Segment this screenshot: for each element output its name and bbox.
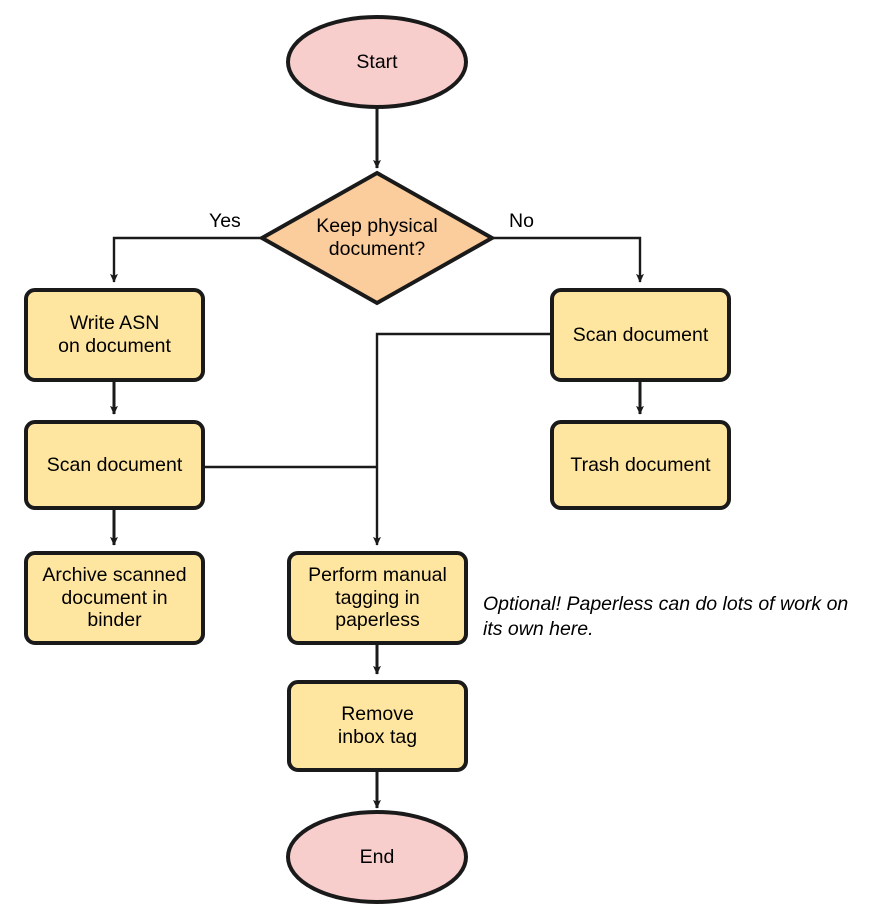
edge-label-yes: Yes: [209, 210, 241, 232]
node-scan-document-left[interactable]: [24, 420, 205, 510]
edge-decision-no-to-scan-right: [492, 236, 644, 283]
node-start[interactable]: [286, 15, 468, 109]
node-perform-manual-tagging[interactable]: [287, 551, 468, 645]
edge-label-no: No: [509, 210, 534, 232]
node-end[interactable]: [286, 810, 468, 904]
node-trash-document[interactable]: [550, 420, 731, 510]
edge-scan-right-to-tagging: [373, 332, 552, 546]
node-archive-scanned-document[interactable]: [24, 551, 205, 645]
edge-decision-yes-to-write-asn: [110, 236, 262, 283]
node-write-asn[interactable]: [24, 288, 205, 382]
annotation-optional-note: Optional! Paperless can do lots of work …: [483, 593, 849, 640]
node-decision-keep-physical-document[interactable]: [257, 170, 497, 306]
node-scan-document-right[interactable]: [550, 288, 731, 382]
node-remove-inbox-tag[interactable]: [287, 680, 468, 772]
